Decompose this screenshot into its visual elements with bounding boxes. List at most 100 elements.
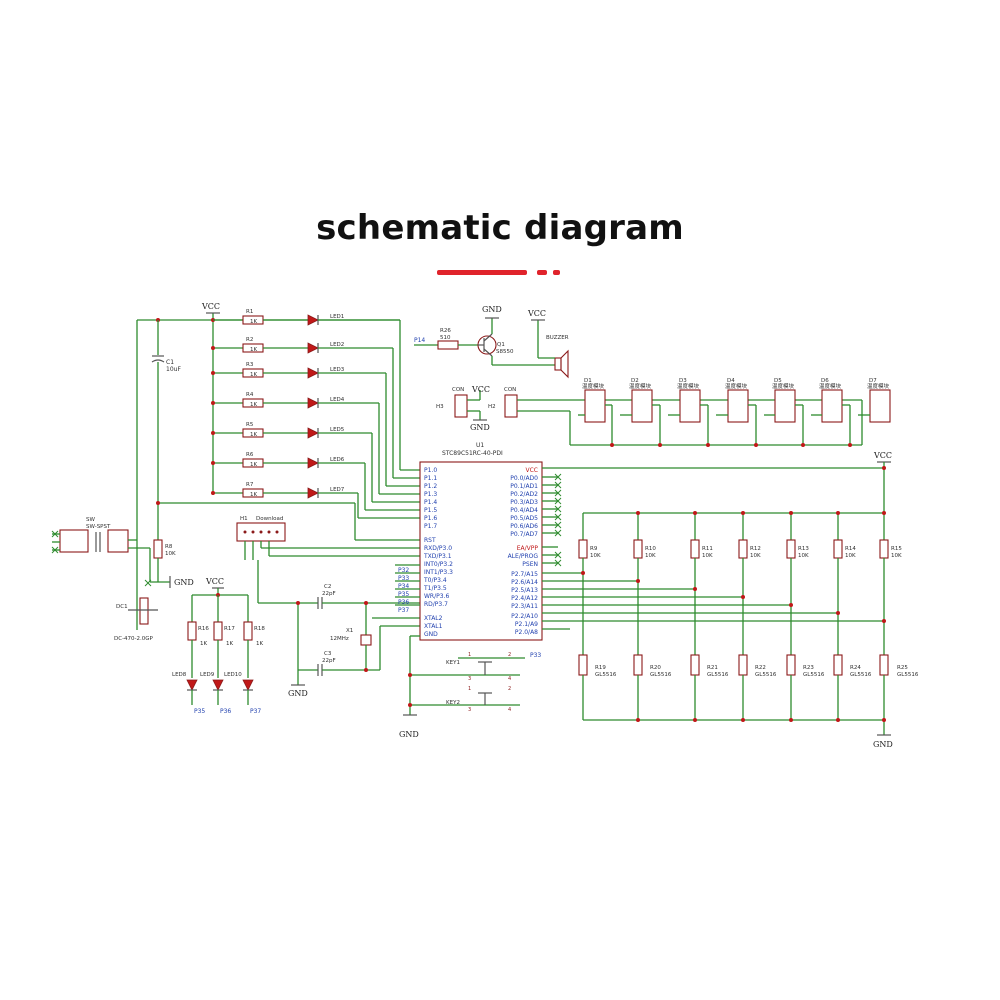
r10-value: 10K [645,553,656,559]
r5-ref: R5 [246,422,254,428]
svg-text:2: 2 [508,686,511,692]
power-switch: SW SW-SPST [51,517,151,582]
c2-value: 22pF [322,591,336,597]
r11-value: 10K [702,553,713,559]
r9-ref: R9 [590,546,598,552]
d2-ref: D2 [631,378,639,384]
r7-ref: R7 [246,482,254,488]
r12-value: 10K [750,553,761,559]
r22-ref: R22 [755,665,766,671]
dc1-ref: DC1 [116,604,128,610]
pin-right-6: P0.4/AD4 [510,507,538,514]
d2-part: 温度模块 [629,382,652,390]
pin-right-3: P0.1/AD1 [510,483,538,490]
pin-left-1: P1.0 [424,467,437,474]
ladder-gnd-label: GND [873,740,893,749]
r17-ref: R17 [224,626,235,632]
pin-left-19: XTAL1 [424,623,443,630]
pin-right-2: P0.0/AD0 [510,475,538,482]
p3-net-4: P35 [398,591,409,598]
pin-right-9: P0.7/AD7 [510,531,538,538]
title-underline-dash [553,270,560,275]
x1-value: 12MHz [330,636,349,642]
d4-part: 温度模块 [725,382,748,390]
r21-part: GL5516 [707,672,729,678]
pin-right-1: VCC [526,467,538,474]
resistor-r8: R8 10K GND [150,539,194,588]
svg-text:3: 3 [468,676,471,682]
p36-net: P36 [220,708,231,715]
r18-ref: R18 [254,626,265,632]
digit-modules: D1 温度模块 D2 温度模块 D3 温度模块 D4 温度模块 D5 温度模块 … [569,378,891,447]
r26-value: 510 [440,335,451,341]
d5-ref: D5 [774,378,782,384]
crystal-circuit: C2 22pF C3 22pF GND X1 12MHz [257,560,420,698]
led-row-6: R6 1K LED6 [211,452,420,511]
pin-left-17: RD/P3.7 [424,601,448,608]
r26-ref: R26 [440,328,451,334]
p3-net-6: P37 [398,607,409,614]
buzzer-gnd-label: GND [482,305,502,314]
r17-value: 1K [226,641,233,647]
r14-value: 10K [845,553,856,559]
led-row-7: R7 1K LED7 [211,482,420,519]
pin-left-20: GND [424,631,438,638]
c3-ref: C3 [324,651,332,657]
r15-ref: R15 [891,546,902,552]
pin-right-14: P2.6/A14 [511,579,538,586]
key1-net: P33 [530,652,541,659]
pin-left-9: RST [424,537,436,544]
h1-label: Download [256,516,283,522]
led8-ref: LED8 [172,672,187,678]
p3-net-1: P32 [398,567,409,574]
x1-ref: X1 [346,628,353,634]
r15-value: 10K [891,553,902,559]
pin-left-6: P1.5 [424,507,437,514]
r1-ref: R1 [246,309,253,315]
r7-value: 1K [250,492,257,498]
c2-ref: C2 [324,584,331,590]
led10-ref: LED10 [224,672,242,678]
r6-ref: R6 [246,452,254,458]
r4-value: 1K [250,402,257,408]
led3-ref: LED3 [330,367,345,373]
led-row-5: R5 1K LED5 [211,422,420,503]
r11-ref: R11 [702,546,713,552]
r16-value: 1K [200,641,207,647]
r25-ref: R25 [897,665,908,671]
led-row-2: R2 1K LED2 [211,337,420,479]
svg-text:3: 3 [468,707,471,713]
d5-part: 温度模块 [772,382,795,390]
r2-value: 1K [250,347,257,353]
svg-text:1: 1 [468,686,471,692]
switch-part: SW-SPST [86,524,111,530]
pin-left-18: XTAL2 [424,615,443,622]
p3-net-2: P33 [398,575,409,582]
r5-value: 1K [250,432,257,438]
p37-net: P37 [250,708,261,715]
buzzer-label: BUZZER [546,335,569,341]
svg-text:4: 4 [508,707,511,713]
h1-ref: H1 [240,516,248,522]
led1-ref: LED1 [330,314,344,320]
c1-value: 10uF [166,366,181,373]
left-vcc-label: VCC [205,577,224,586]
download-header: H1 Download [236,516,420,560]
u1-ref: U1 [476,442,484,449]
pin-left-12: INT0/P3.2 [424,561,453,568]
d3-ref: D3 [679,378,687,384]
r23-ref: R23 [803,665,814,671]
key2-ref: KEY2 [446,700,460,706]
q1-part: S8550 [496,349,514,355]
pin-right-15: P2.5/A13 [511,587,538,594]
pin-left-14: T0/P3.4 [423,577,447,584]
c1-ref: C1 [166,359,174,366]
h3-ref: H3 [436,404,444,410]
r14-ref: R14 [845,546,856,552]
h2-ref: H2 [488,404,496,410]
pin-left-13: INT1/P3.3 [424,569,453,576]
led9-ref: LED9 [200,672,215,678]
p3-net-5: P36 [398,599,409,606]
pin-left-11: TXD/P3.1 [423,553,452,560]
